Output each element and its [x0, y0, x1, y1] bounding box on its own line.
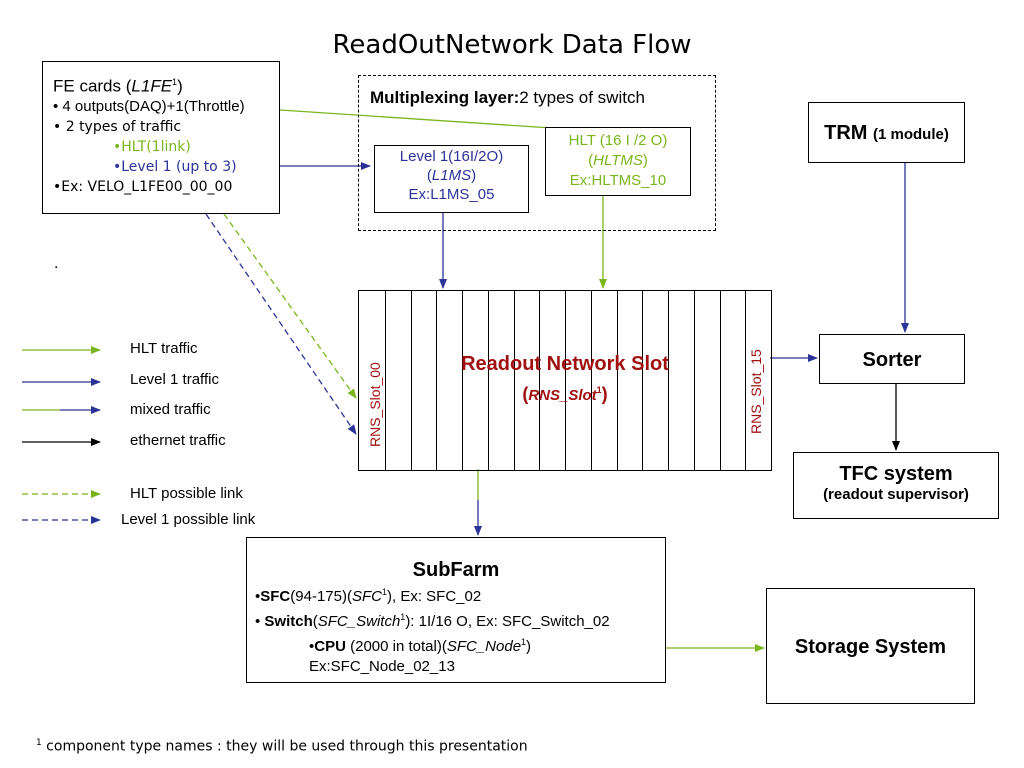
l1ms-line3: Ex:L1MS_05 — [408, 186, 495, 203]
rns-subtitle: (RNS_Slot1) — [522, 384, 608, 404]
storage-system-box: Storage System — [766, 588, 975, 704]
fe-cards-outputs: • 4 outputs(DAQ)+1(Throttle) — [53, 97, 245, 115]
subfarm-cpu-line: •CPU (2000 in total)(SFC_Node1) — [309, 637, 532, 655]
fe-cards-hlt: •HLT(1link) — [113, 138, 191, 155]
hltms-box: HLT (16 I /2 O) (HLTMS) Ex:HLTMS_10 — [545, 127, 691, 196]
tfc-title: TFC system — [839, 463, 953, 485]
rns-slot-last-label: RNS_Slot_15 — [748, 349, 764, 434]
fe-cards-example: •Ex: VELO_L1FE00_00_00 — [53, 178, 233, 195]
multiplexing-layer-box — [358, 75, 716, 231]
fe-to-hltms-link — [279, 109, 598, 135]
page-title: ReadOutNetwork Data Flow — [332, 30, 692, 60]
subfarm-sfc-line: •SFC(94-175)(SFC1), Ex: SFC_02 — [255, 587, 482, 605]
sorter-box: Sorter — [819, 334, 965, 384]
multiplexing-layer-title: Multiplexing layer:2 types of switch — [370, 88, 645, 107]
subfarm-switch-line: • Switch(SFC_Switch1): 1I/16 O, Ex: SFC_… — [255, 612, 610, 630]
fe-cards-heading: FE cards (L1FE1) — [53, 76, 183, 96]
hltms-line2: (HLTMS) — [588, 152, 648, 169]
fe-l1-possible-link — [205, 213, 357, 435]
rns-title: Readout Network Slot — [461, 353, 669, 375]
legend-level1-possible-label: Level 1 possible link — [121, 511, 256, 528]
subfarm-title: SubFarm — [412, 559, 500, 581]
l1ms-line2: (L1MS) — [426, 167, 477, 184]
tfc-system-box: TFC system (readout supervisor) — [793, 452, 999, 519]
l1ms-box: Level 1(16I/2O) (L1MS) Ex:L1MS_05 — [374, 145, 529, 213]
rns-slot-dividers — [385, 291, 746, 470]
subfarm-box: SubFarm •SFC(94-175)(SFC1), Ex: SFC_02 •… — [246, 537, 666, 683]
footnote: 1 component type names : they will be us… — [36, 738, 528, 755]
legend-mixed-label: mixed traffic — [130, 401, 211, 418]
legend-ethernet-label: ethernet traffic — [130, 432, 226, 449]
legend-hlt-label: HLT traffic — [130, 340, 198, 357]
legend-hlt-possible-label: HLT possible link — [130, 485, 243, 502]
fe-cards-traffic: • 2 types of traffic — [53, 118, 182, 135]
fe-hlt-possible-link — [223, 213, 357, 399]
l1ms-line1: Level 1(16I/2O) — [399, 148, 504, 165]
fe-cards-level1: •Level 1 (up to 3) — [113, 158, 237, 175]
legend-level1-label: Level 1 traffic — [130, 371, 219, 388]
tfc-subtitle: (readout supervisor) — [823, 486, 969, 503]
fe-cards-box: FE cards (L1FE1) • 4 outputs(DAQ)+1(Thro… — [42, 61, 280, 214]
trm-box: TRM (1 module) — [808, 102, 965, 163]
stray-dot: . — [54, 255, 59, 272]
hltms-line1: HLT (16 I /2 O) — [568, 132, 668, 149]
hltms-line3: Ex:HLTMS_10 — [569, 172, 667, 189]
readout-network-slot-box: Readout Network Slot (RNS_Slot1) RNS_Slo… — [358, 290, 772, 471]
subfarm-node-example: Ex:SFC_Node_02_13 — [309, 658, 455, 675]
rns-slot-first-label: RNS_Slot_00 — [367, 362, 383, 447]
